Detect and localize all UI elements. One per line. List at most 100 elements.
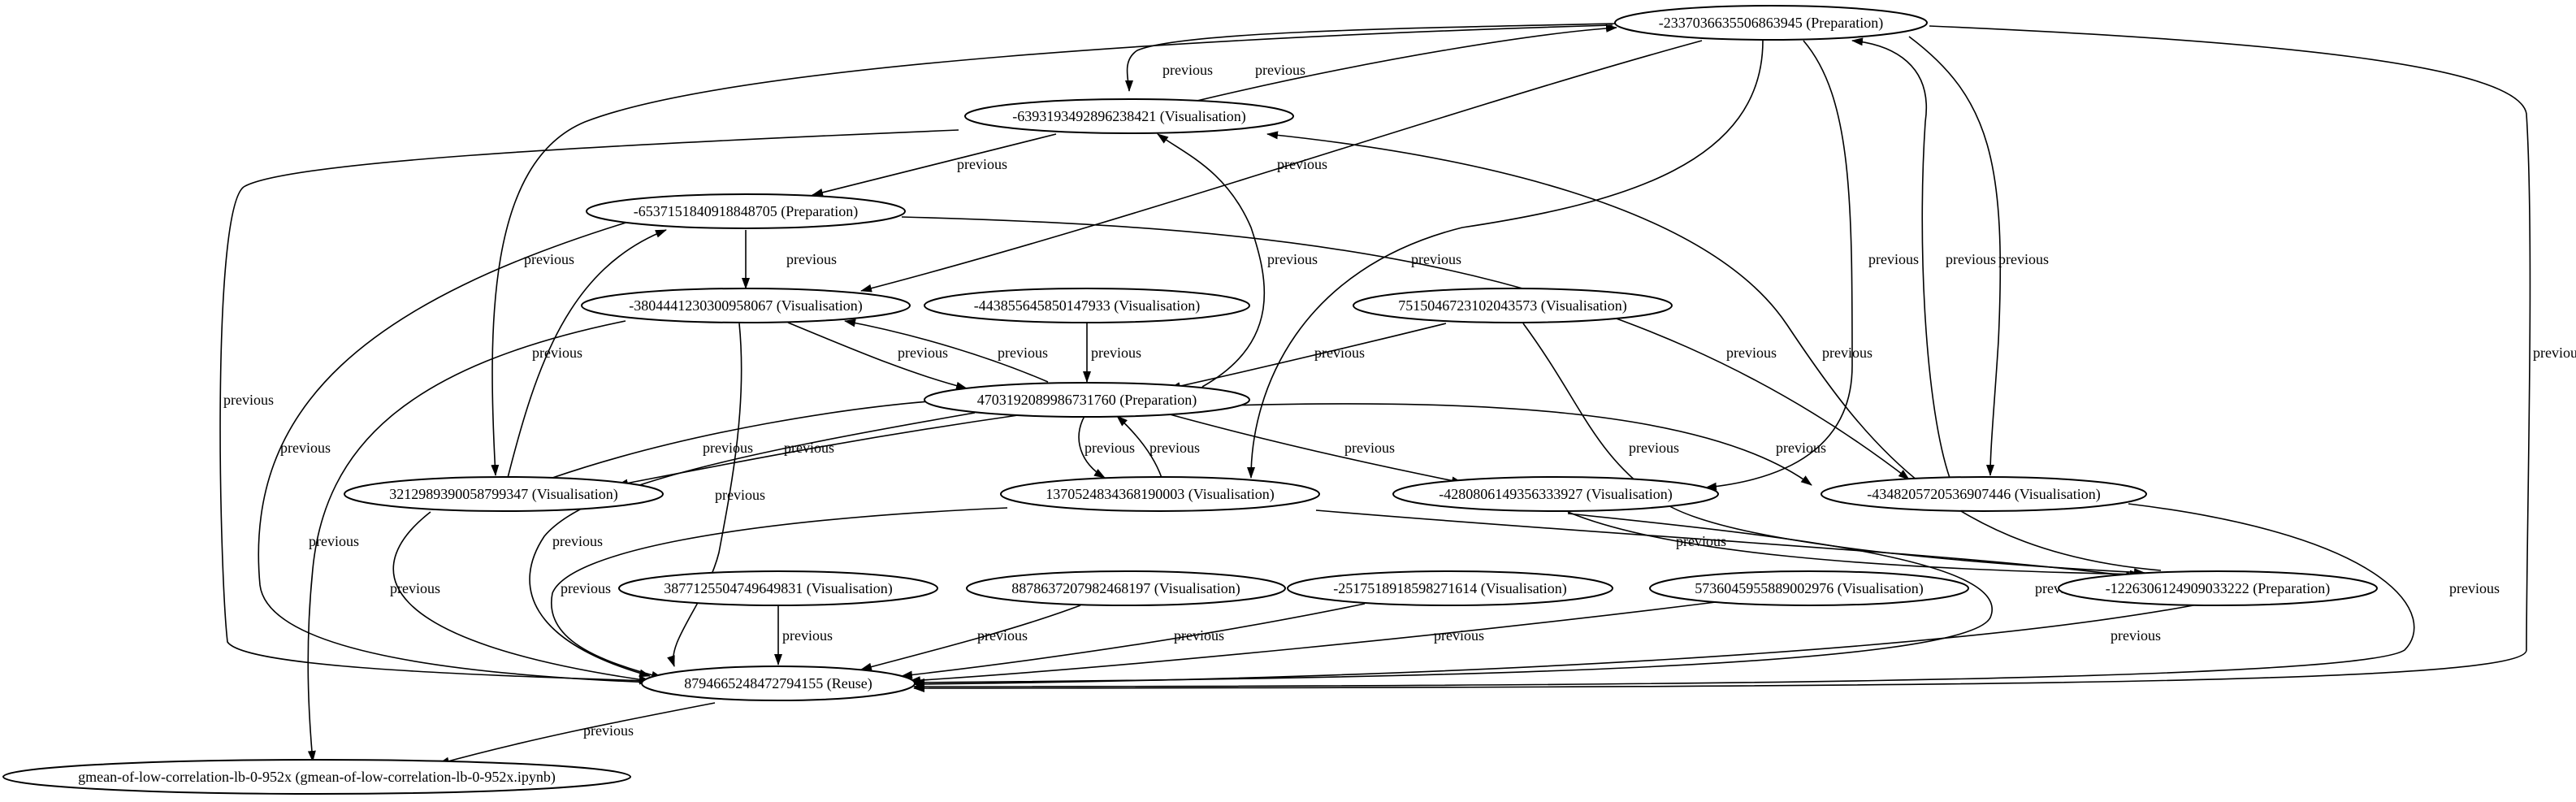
node-label: 7515046723102043573 (Visualisation) — [1398, 297, 1626, 314]
node-n5[interactable]: -4438556458501479​33 (Visualisation) — [924, 288, 1250, 323]
edge-n6-n7 — [1169, 323, 1447, 391]
edge-label: previous — [782, 627, 833, 644]
edge-n2-n3 — [812, 133, 1057, 197]
node-n10[interactable]: -4280806149356333927 (Visualisation) — [1392, 476, 1719, 512]
edge-n3-n17 — [258, 217, 655, 687]
node-n14[interactable]: -2517518918598271614 (Visualisation) — [1287, 570, 1613, 606]
edge-label: previous — [1255, 62, 1305, 78]
edge-n8-n17 — [392, 511, 651, 684]
edge-n11-n17 — [913, 503, 2415, 691]
edge-n10-n17 — [913, 513, 1993, 687]
edge-label: previous — [2111, 627, 2161, 644]
node-label: -233703663550686394​5 (Preparation) — [1659, 15, 1883, 32]
node-n9[interactable]: 1370524834368190003 (Visualisation) — [1000, 476, 1320, 512]
node-n17[interactable]: 8794665248472794155 (Reuse) — [641, 665, 916, 701]
edge-n7-n8 — [617, 414, 1024, 488]
node-label: -1226306124909033222 (Preparation) — [2106, 580, 2330, 597]
node-label: gmean-of-low-correlation-lb-0-952x (gmea… — [78, 769, 556, 786]
edge-n9-n16 — [1315, 509, 2137, 580]
edge-n15-n17 — [909, 600, 1723, 685]
edge-label: previous — [1085, 440, 1135, 456]
node-label: -4438556458501479​33 (Visualisation) — [974, 297, 1200, 314]
edge-label: previous — [715, 487, 765, 503]
node-label: -4280806149356333927 (Visualisation) — [1439, 486, 1672, 503]
node-n11[interactable]: -434820572053690744​6 (Visualisation) — [1821, 476, 2147, 512]
edge-n1-n2 — [1124, 23, 1617, 92]
node-n6[interactable]: 7515046723102043573 (Visualisation) — [1353, 288, 1673, 323]
edge-label: previous — [390, 580, 440, 596]
node-n1[interactable]: -233703663550686394​5 (Preparation) — [1614, 5, 1928, 41]
edge-label: previous — [784, 440, 834, 456]
node-n7[interactable]: 4703192089986731760 (Preparation) — [924, 382, 1250, 418]
edge-n8-n7 — [552, 396, 951, 479]
edge-n6-n16 — [1522, 323, 2145, 577]
node-label: 3212989390058799347 (Visualisation) — [389, 486, 617, 503]
edge-n17-n18 — [438, 702, 716, 765]
node-label: -3804441230300958067 (Visualisation) — [629, 297, 862, 314]
edge-label: previous — [1411, 251, 1461, 267]
edge-n13-n17 — [860, 605, 1081, 671]
edge-n4-n18 — [307, 320, 626, 762]
node-label: 4703192089986731760 (Preparation) — [977, 392, 1197, 409]
node-label: -2517518918598271614 (Visualisation) — [1333, 580, 1566, 597]
edge-label: previous — [1162, 62, 1213, 78]
edge-n7-n17 — [529, 412, 976, 678]
edge-n14-n17 — [901, 603, 1366, 679]
node-label: -434820572053690744​6 (Visualisation) — [1867, 486, 2100, 503]
edge-n1-n9 — [1247, 40, 1764, 479]
edge-label: previous — [1277, 156, 1327, 172]
edge-label: previous — [2449, 580, 2500, 596]
edge-label: previous — [309, 533, 359, 549]
edge-n4-n17 — [667, 323, 742, 667]
edge-n11-n1 — [1851, 37, 1950, 479]
edge-label: previous — [957, 156, 1007, 172]
node-n12[interactable]: 3877125504749649831 (Visualisation) — [618, 570, 938, 606]
node-n13[interactable]: 8878637207982468197 (Visualisation) — [966, 570, 1286, 606]
edge-label: previous — [2533, 345, 2576, 361]
node-label: -6537151840918848705 (Preparation) — [634, 203, 858, 220]
nodes-layer: -233703663550686394​5 (Preparation) -639… — [2, 5, 2378, 795]
node-label: -6393193492896238421 (Visualisation) — [1012, 108, 1245, 125]
edge-label: previous — [583, 722, 634, 739]
edge-n2-n17 — [219, 129, 959, 685]
edge-label: previous — [977, 627, 1028, 644]
node-n15[interactable]: 5736045955889002976 (Visualisation) — [1649, 570, 1969, 606]
edge-label: previous — [1091, 345, 1141, 361]
edge-label: previous — [1174, 627, 1224, 644]
edge-n1-n4 — [860, 40, 1703, 293]
edge-label: previous — [1726, 345, 1777, 361]
node-n3[interactable]: -6537151840918848705 (Preparation) — [586, 193, 906, 229]
node-label: 8878637207982468197 (Visualisation) — [1011, 580, 1240, 597]
edge-label: previous — [1946, 251, 1996, 267]
edge-n3-n11 — [901, 216, 1910, 480]
edge-label: previous — [786, 251, 837, 267]
edge-n16-n2 — [1266, 131, 2162, 571]
edge-n7-n11 — [1201, 403, 1812, 486]
edges-layer: previous previous previous previous prev… — [219, 23, 2576, 765]
node-n16[interactable]: -1226306124909033222 (Preparation) — [2058, 570, 2378, 606]
edge-label: previous — [561, 580, 611, 596]
edge-label: previous — [223, 392, 274, 408]
edge-n9-n17 — [550, 507, 1008, 679]
edge-label: previous — [280, 440, 331, 456]
edge-label: previous — [524, 251, 574, 267]
node-n18[interactable]: gmean-of-low-correlation-lb-0-952x (gmea… — [2, 759, 631, 795]
edge-label: previous — [1776, 440, 1826, 456]
edge-n7-n10 — [1169, 414, 1463, 485]
edge-n1-n17 — [913, 25, 2531, 692]
node-n4[interactable]: -3804441230300958067 (Visualisation) — [581, 288, 911, 323]
edge-label: previous — [703, 440, 753, 456]
edge-label: previous — [1434, 627, 1484, 644]
edge-label: previous — [1868, 251, 1919, 267]
edge-n7-n9 — [1078, 415, 1106, 479]
edge-label: previous — [1344, 440, 1395, 456]
edge-n7-n2 — [1157, 133, 1266, 388]
edge-label: previous — [552, 533, 603, 549]
node-n8[interactable]: 3212989390058799347 (Visualisation) — [344, 476, 664, 512]
edge-label: previous — [1149, 440, 1200, 456]
edge-label: previous — [1822, 345, 1872, 361]
node-n2[interactable]: -6393193492896238421 (Visualisation) — [964, 98, 1294, 134]
edge-n16-n17 — [913, 605, 2194, 688]
edge-label: previous — [1314, 345, 1365, 361]
